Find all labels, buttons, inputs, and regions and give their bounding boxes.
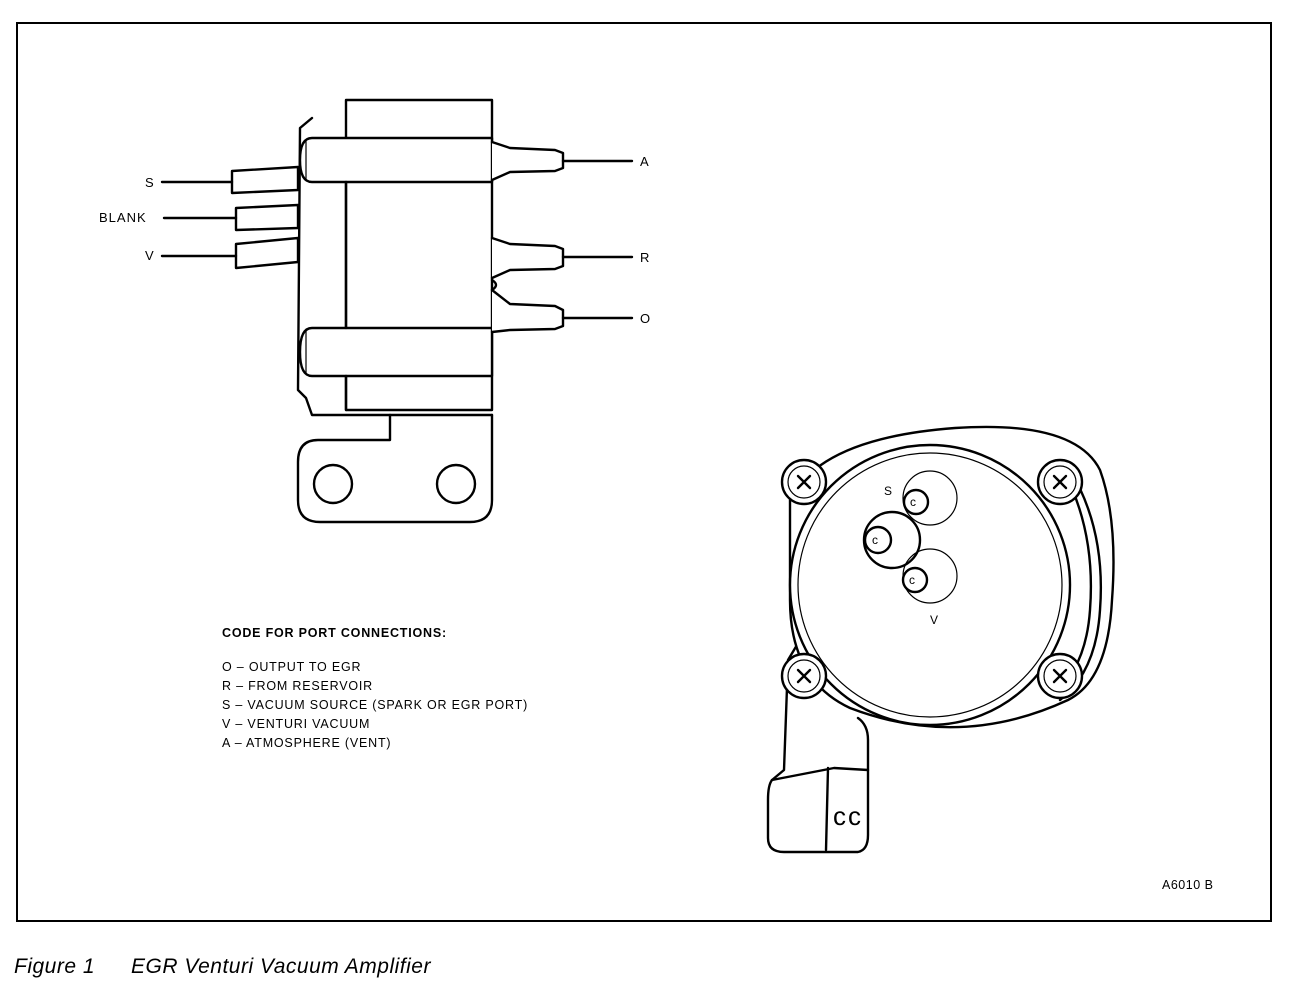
label-v: V bbox=[145, 248, 155, 263]
port-s-nozzle bbox=[230, 165, 300, 195]
port-v-nozzle bbox=[234, 236, 300, 270]
port-o-nozzle bbox=[490, 288, 565, 334]
port-s-hole bbox=[902, 488, 930, 516]
port-s-boss bbox=[902, 470, 958, 526]
port-blank-nozzle bbox=[234, 203, 300, 232]
cap-face bbox=[788, 443, 1072, 727]
side-view-drawing bbox=[160, 98, 634, 524]
figure-caption: Figure 1 EGR Venturi Vacuum Amplifier bbox=[14, 955, 431, 979]
svg-text:c: c bbox=[872, 533, 879, 547]
port-code-legend: CODE FOR PORT CONNECTIONS: O – OUTPUT TO… bbox=[222, 624, 528, 753]
bracket-hole-left bbox=[312, 463, 354, 505]
mounting-bracket bbox=[296, 413, 494, 524]
label-s: S bbox=[145, 175, 155, 190]
label-a: A bbox=[640, 154, 650, 169]
label-o: O bbox=[640, 311, 651, 326]
label-blank: BLANK bbox=[99, 210, 147, 225]
upper-cylinder bbox=[298, 136, 494, 184]
port-center-hole bbox=[863, 525, 893, 555]
screw-bottom-left-icon bbox=[780, 652, 828, 700]
svg-text:cc: cc bbox=[833, 801, 863, 831]
legend-item-v: V – VENTURI VACUUM bbox=[222, 717, 371, 731]
caption-title: EGR Venturi Vacuum Amplifier bbox=[131, 955, 431, 978]
legend-item-s: S – VACUUM SOURCE (SPARK OR EGR PORT) bbox=[222, 698, 529, 712]
svg-text:c: c bbox=[910, 495, 917, 509]
label-r: R bbox=[640, 250, 650, 265]
legend-item-o: O – OUTPUT TO EGR bbox=[222, 660, 362, 674]
end-view-drawing: cc c c c bbox=[766, 425, 1115, 854]
back-plate bbox=[296, 116, 494, 417]
figure-frame bbox=[16, 22, 1272, 922]
caption-number: Figure 1 bbox=[14, 955, 96, 978]
bracket-hole-right bbox=[435, 463, 477, 505]
legend-item-r: R – FROM RESERVOIR bbox=[222, 679, 373, 693]
legend-title: CODE FOR PORT CONNECTIONS: bbox=[222, 626, 447, 640]
svg-text:c: c bbox=[909, 573, 916, 587]
port-v-hole bbox=[901, 566, 929, 594]
screw-top-left-icon bbox=[780, 458, 828, 506]
lower-cylinder bbox=[298, 326, 494, 378]
legend-item-a: A – ATMOSPHERE (VENT) bbox=[222, 736, 392, 750]
figure-id: A6010 B bbox=[1162, 878, 1214, 892]
end-label-v: V bbox=[930, 613, 939, 627]
screw-bottom-right-icon bbox=[1036, 652, 1084, 700]
end-label-s: S bbox=[884, 484, 893, 498]
screw-top-right-icon bbox=[1036, 458, 1084, 506]
port-r-nozzle bbox=[490, 236, 565, 280]
port-a-nozzle bbox=[490, 140, 565, 182]
